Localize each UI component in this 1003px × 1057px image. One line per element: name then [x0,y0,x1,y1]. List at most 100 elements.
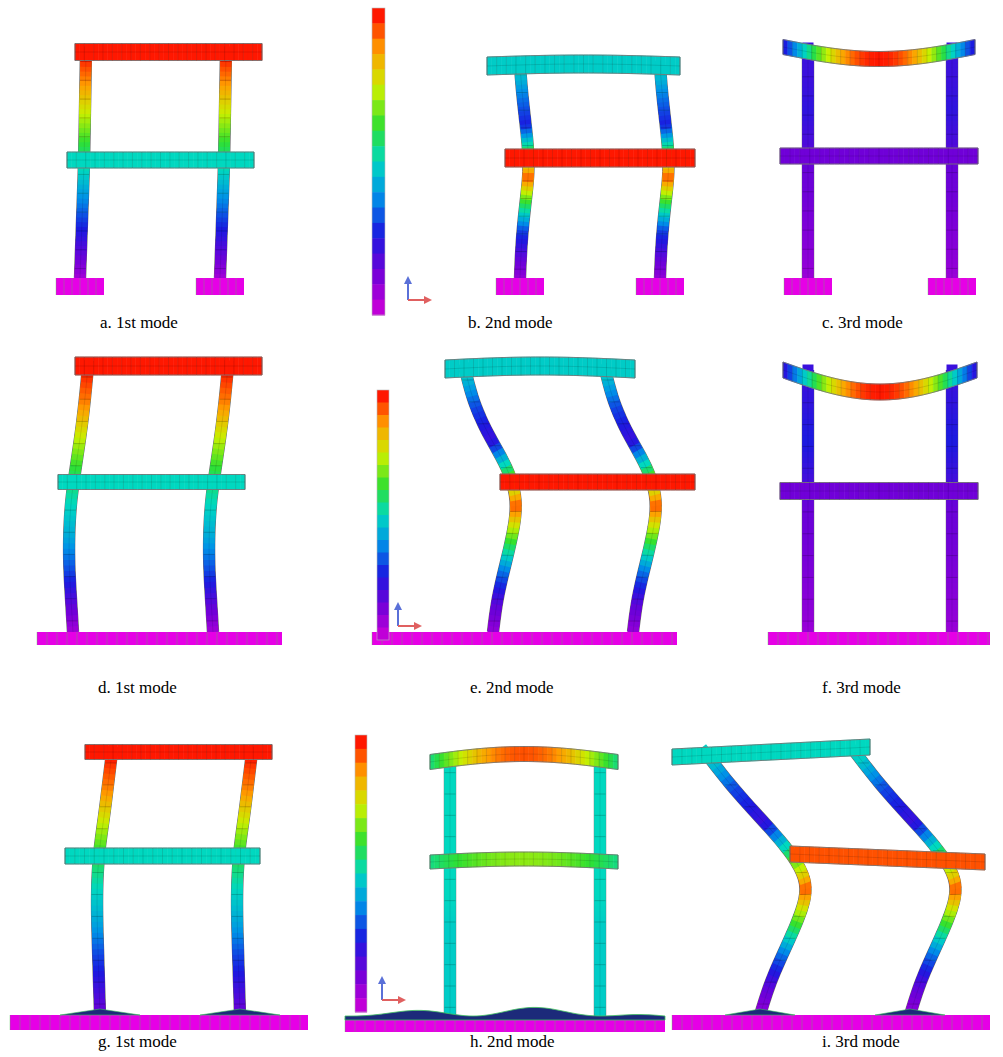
mesh-line [206,745,207,760]
column-outline [444,762,456,1018]
mesh-line [675,474,676,490]
mesh-line [879,483,880,500]
mesh-line [131,44,132,61]
mesh-line [215,44,216,61]
mesh-line [828,632,829,645]
mesh-line [237,632,238,645]
mesh-line [112,44,113,61]
mesh-line [552,149,553,167]
column-outline [209,366,228,632]
mesh-line [559,357,560,375]
mesh-line [67,152,68,168]
mesh-line [780,483,781,500]
mesh-line [168,44,169,61]
mesh-line [631,56,632,74]
mesh-line [958,483,959,500]
footing [196,278,244,295]
mesh-line [121,44,122,61]
mesh-line [944,278,945,295]
mesh-line [928,378,929,394]
mesh-line [549,357,550,375]
beam-outline [783,362,977,400]
mesh-line [187,745,188,760]
mesh-line [205,44,206,61]
mesh-line [660,66,668,278]
mesh-line [74,848,75,864]
mesh-line [800,278,801,295]
mesh-line [60,1015,61,1030]
mesh-line [104,475,105,490]
mesh-line [880,384,881,400]
column-outline [520,66,528,278]
beam-outline [445,357,635,378]
mesh-line [850,50,851,65]
mesh-line [412,632,413,645]
beam-outline [780,483,978,500]
mesh-line [936,278,937,295]
mesh-line [132,475,133,490]
mesh-line [172,848,173,864]
mesh-line [818,632,819,645]
mesh-line [947,372,948,388]
column-outline [80,52,86,278]
mesh-line [188,475,189,490]
mesh-line [869,51,870,66]
mesh-line [592,632,593,645]
mesh-line [909,382,910,398]
mesh-line [492,358,493,376]
mesh-line [50,1015,51,1030]
mesh-line [402,632,403,645]
mesh-line [170,475,171,490]
mesh-line [70,1015,71,1030]
mesh-line [84,44,85,61]
beam-outline [780,148,978,164]
mesh-line [660,278,661,295]
mesh-line [600,149,601,167]
mesh-line [120,1015,121,1030]
mesh-line [544,55,545,73]
mesh-line [548,474,549,490]
mesh-line [552,632,553,645]
mesh-line [928,278,929,295]
mesh-line [127,632,128,645]
mesh-line [224,44,225,61]
mesh-line [968,278,969,295]
mesh-line [680,57,681,75]
mesh-line [554,55,555,73]
mesh-line [512,278,513,295]
mesh-line [878,632,879,645]
column-outline [594,762,606,1018]
mesh-line [831,48,832,63]
mesh-line [662,632,663,645]
mesh-line [816,278,817,295]
mesh-line [564,55,565,73]
mesh-line [114,475,115,490]
mesh-line [938,148,939,164]
mesh-line [524,149,525,167]
mesh-line [112,357,113,375]
mesh-line [152,848,153,864]
mesh-line [908,632,909,645]
mesh-line [642,632,643,645]
mesh-line [200,1015,201,1030]
mesh-line [948,483,949,500]
mesh-line [918,483,919,500]
mesh-line [888,148,889,164]
mesh-line [212,278,213,295]
mesh-line [201,848,202,864]
mesh-line [898,148,899,164]
mesh-line [95,475,96,490]
mesh-line [848,632,849,645]
mesh-line [784,278,785,295]
mesh-line [487,57,488,75]
mesh-line [859,483,860,500]
mesh-line [888,51,889,66]
mesh-line [464,359,465,377]
mesh-line [250,1015,251,1030]
mesh-line [227,632,228,645]
mesh-line [928,148,929,164]
mesh-line [849,148,850,164]
mesh-line [636,278,637,295]
mesh-line [141,152,142,168]
mesh-line [869,483,870,500]
